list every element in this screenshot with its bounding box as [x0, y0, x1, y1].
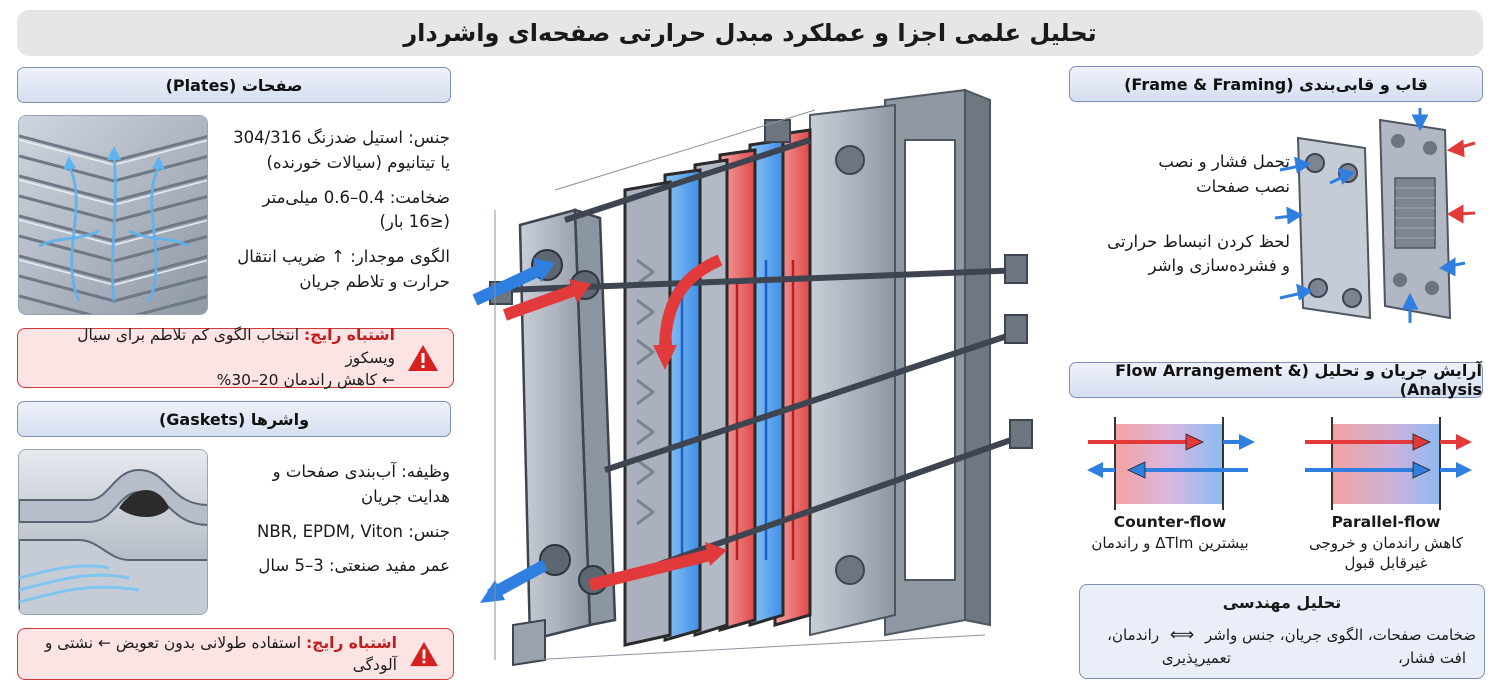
frame-pressure-text: تحمل فشار و نصب	[1158, 152, 1290, 171]
plates-thickness-text: ضخامت: 0.4–0.6 میلی‌متر	[262, 187, 451, 207]
gaskets-warning-label: اشتباه رایج:	[305, 633, 397, 652]
plates-pattern-text-2: حرارت و تلاطم جریان	[299, 271, 450, 291]
engineering-factors: ضخامت صفحات، الگوی جریان، جنس واشر	[1205, 626, 1476, 644]
hot-internal-arrow	[659, 254, 723, 351]
gaskets-material-text: جنس: NBR, EPDM, Viton	[257, 521, 450, 541]
plates-header: صفحات (Plates)	[17, 67, 451, 103]
plates-pressure-text: (≤16 بار)	[379, 212, 450, 232]
page-title: تحلیل علمی اجزا و عملکرد مبدل حرارتی صفح…	[17, 10, 1483, 56]
plates-warning-label: اشتباه رایج:	[303, 326, 395, 345]
plates-description: جنس: استیل ضدزنگ 304/316 یا تیتانیوم (سی…	[212, 126, 450, 305]
counter-flow-diagram	[1087, 417, 1255, 510]
plates-header-text: صفحات (Plates)	[165, 75, 303, 95]
gaskets-function-text-2: هدایت جریان	[360, 486, 450, 506]
counter-cold-arrow	[1087, 461, 1248, 479]
parallel-flow-description: کاهش راندمان و خروجی	[1309, 533, 1463, 552]
flow-header-text: آرایش جریان و تحلیل (Flow Arrangement & …	[1115, 361, 1482, 399]
frame-mounting-text: نصب صفحات	[1196, 176, 1290, 196]
plate-corrugation-image	[18, 115, 208, 315]
parallel-cold-arrow	[1305, 461, 1472, 479]
dimension-lines	[494, 109, 986, 661]
engineering-result-maintainability: تعمیرپذیری	[1161, 649, 1231, 667]
plates-pattern-text: الگوی موجدار: ↑ ضریب انتقال	[237, 247, 450, 266]
engineering-analysis-title: تحلیل مهندسی	[1222, 593, 1342, 612]
counter-hot-arrow	[1088, 433, 1255, 451]
plate-steel-2	[623, 180, 672, 647]
hot-outlet-arrow	[588, 549, 712, 591]
plates-material-text-2: یا تیتانیوم (سیالات خورنده)	[266, 152, 450, 172]
engineering-factors-text: ضخامت صفحات، الگوی جریان، جنس واشر ⟺ ران…	[1107, 625, 1476, 645]
plate-pack	[623, 128, 812, 647]
counter-flow-description: بیشترین ΔTlm و راندمان	[1091, 533, 1249, 552]
pressure-plate	[809, 103, 896, 637]
gaskets-warning-text: استفاده طولانی بدون تعویض ← نشتی و آلودگ…	[44, 633, 397, 674]
parallel-flow-label: Parallel-flow کاهش راندمان و خروجی غیرقا…	[1296, 512, 1476, 573]
gaskets-warning-box: اشتباه رایج: استفاده طولانی بدون تعویض ←…	[17, 628, 454, 680]
plates-material-text: جنس: استیل ضدزنگ 304/316	[233, 128, 450, 147]
plates-warning-text: انتخاب الگوی کم تلاطم برای سیال ویسکوز	[77, 326, 395, 367]
gaskets-function-text: وظیفه: آب‌بندی صفحات و	[272, 462, 450, 481]
frame-header: قاب و قابی‌بندی (Frame & Framing)	[1069, 66, 1483, 102]
parallel-flow-name: Parallel-flow	[1331, 513, 1441, 531]
frame-header-text: قاب و قابی‌بندی (Frame & Framing)	[1124, 74, 1428, 94]
fixed-frame-plate	[512, 208, 617, 667]
page-title-text: تحلیل علمی اجزا و عملکرد مبدل حرارتی صفح…	[403, 19, 1097, 47]
counter-flow-name: Counter-flow	[1113, 513, 1227, 531]
warning-icon	[410, 641, 438, 667]
gasket-closeup-image	[18, 449, 208, 615]
plates-warning-box: اشتباه رایج: انتخاب الگوی کم تلاطم برای …	[17, 326, 454, 390]
parallel-flow-diagram	[1305, 417, 1472, 510]
gasket-closeup-illustration	[19, 450, 207, 614]
engineering-result-pressure: افت فشار،	[1397, 649, 1466, 667]
heat-exchanger-illustration	[472, 88, 1033, 667]
frame-compression-text: و فشرده‌سازی واشر	[1148, 256, 1290, 276]
engineering-result-efficiency: راندمان،	[1107, 626, 1160, 644]
hot-inlet-arrow	[502, 284, 578, 321]
gaskets-lifetime-text: عمر مفید صنعتی: 3–5 سال	[258, 556, 450, 576]
gaskets-description: وظیفه: آب‌بندی صفحات و هدایت جریان جنس: …	[212, 460, 450, 589]
gaskets-header-text: واشرها (Gaskets)	[158, 409, 310, 429]
engineering-analysis-box: تحلیل مهندسی ضخامت صفحات، الگوی جریان، ج…	[1079, 584, 1485, 679]
flow-arrows	[472, 254, 727, 603]
frame-expansion-text: لحظ کردن انبساط حرارتی	[1107, 231, 1290, 251]
double-arrow-icon: ⟺	[1169, 625, 1195, 645]
gaskets-header: واشرها (Gaskets)	[17, 401, 451, 437]
cold-inlet-arrow	[472, 264, 543, 306]
plate-corrugation-illustration	[19, 116, 207, 314]
warning-icon	[408, 345, 438, 371]
frame-description: تحمل فشار و نصب نصب صفحات لحظ کردن انبسا…	[1060, 150, 1290, 289]
flow-header: آرایش جریان و تحلیل (Flow Arrangement & …	[1069, 361, 1483, 399]
parallel-hot-arrow	[1305, 433, 1472, 451]
counter-flow-label: Counter-flow بیشترین ΔTlm و راندمان	[1080, 512, 1260, 553]
parallel-flow-description-2: غیرقابل قبول	[1344, 554, 1428, 573]
frame-plates-illustration	[1274, 108, 1476, 323]
plates-warning-text-2: ← کاهش راندمان 20–30%	[216, 371, 395, 390]
